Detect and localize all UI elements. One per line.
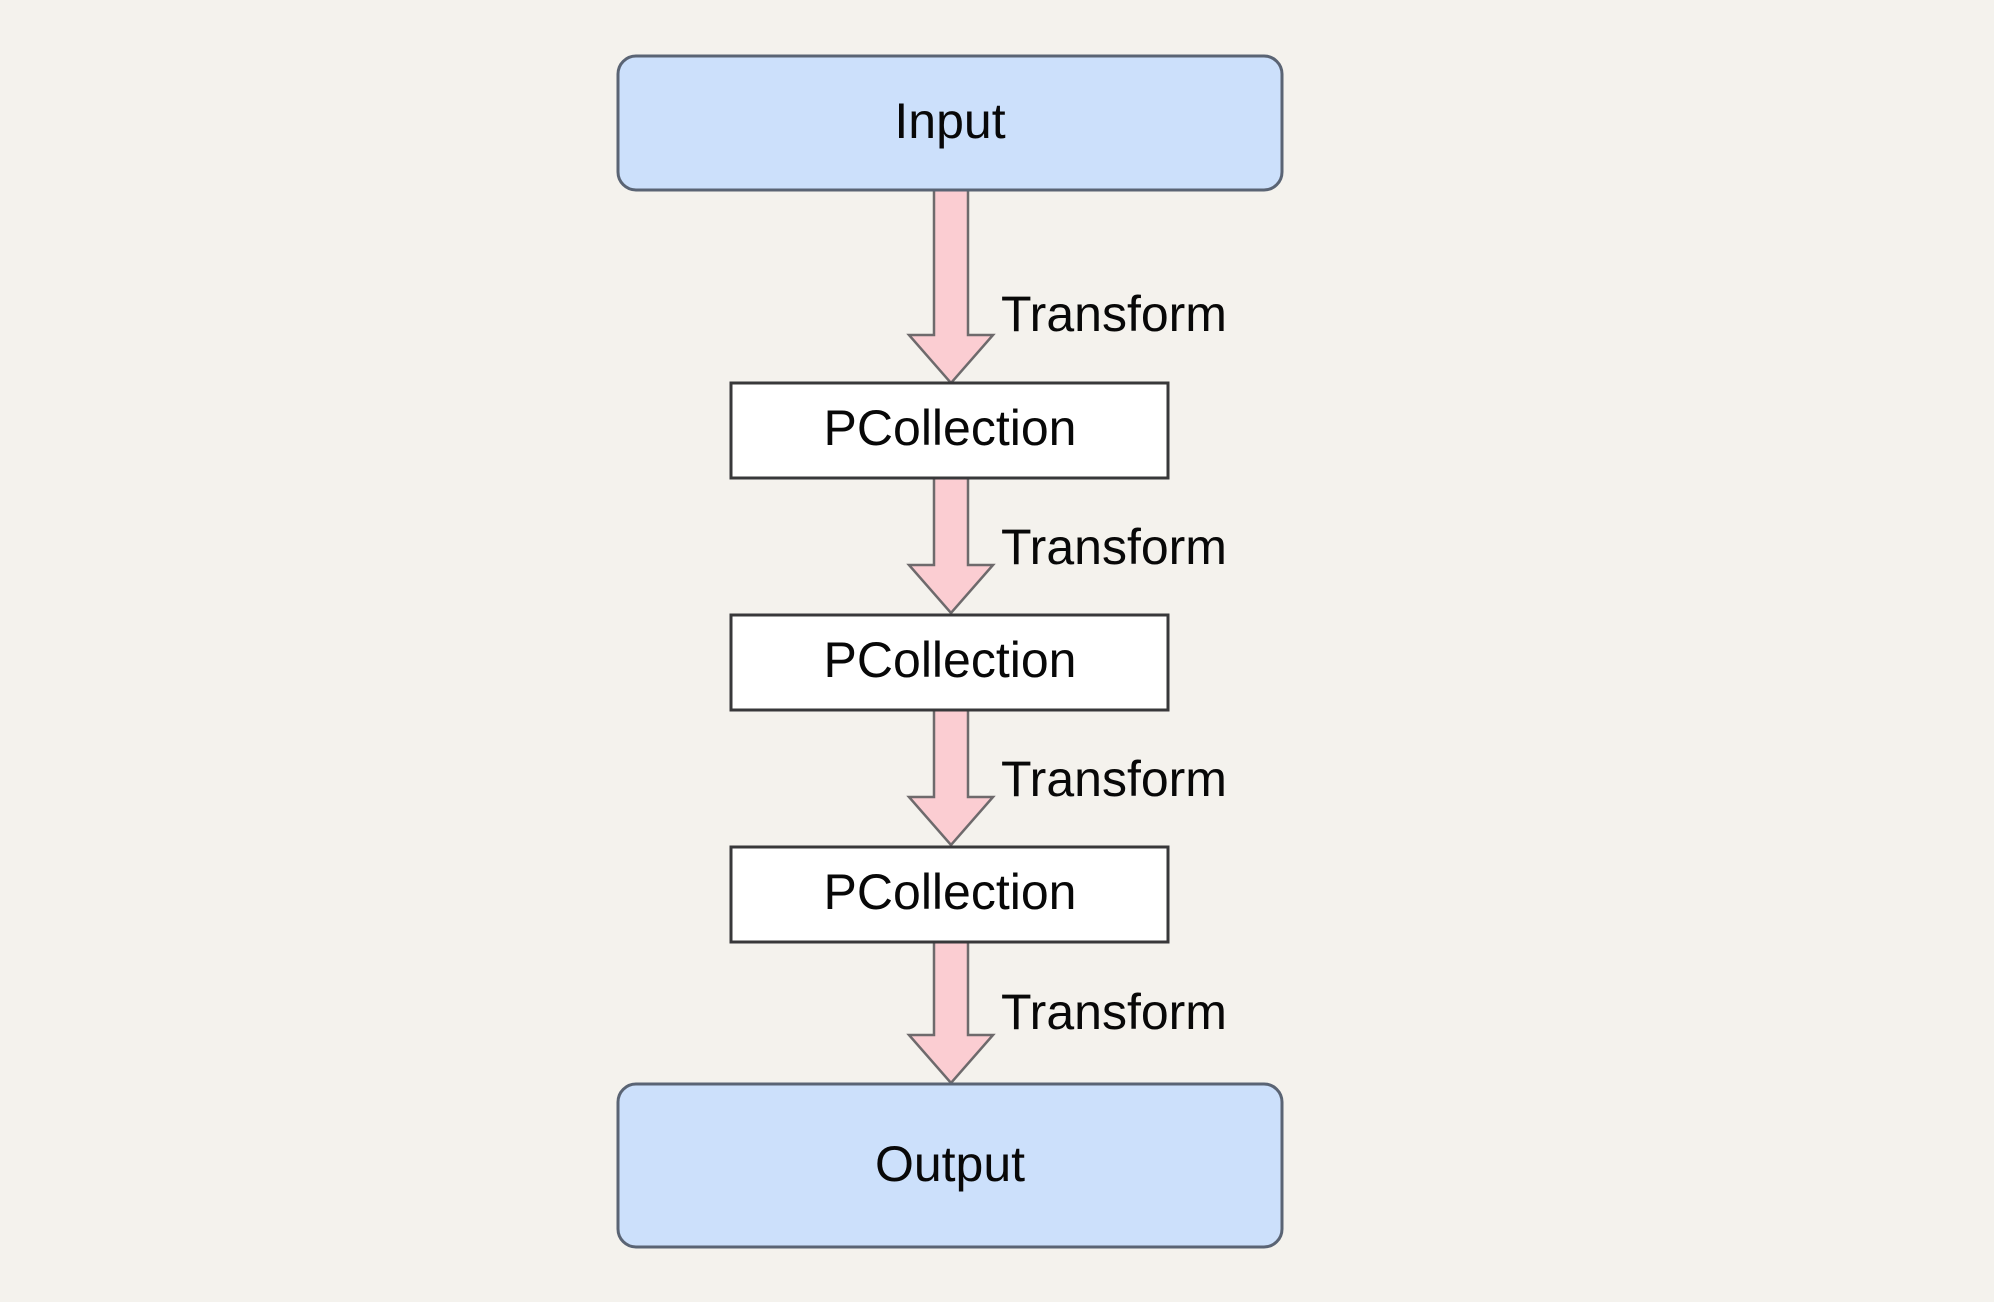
edge-pcollection-1-to-pcollection-2[interactable]: Transform bbox=[906, 476, 1227, 615]
node-pcollection-1-shape bbox=[729, 381, 1170, 480]
node-input-label: Input bbox=[894, 93, 1005, 149]
edge-label-transform-3: Transform bbox=[1001, 751, 1227, 807]
node-output-label: Output bbox=[875, 1136, 1025, 1192]
arrow-shape bbox=[906, 708, 996, 847]
edge-pcollection-3-to-output[interactable]: Transform bbox=[906, 940, 1227, 1085]
edge-input-to-pcollection-1[interactable]: Transform bbox=[906, 188, 1227, 385]
edge-label-transform-1: Transform bbox=[1001, 286, 1227, 342]
node-pcollection-2[interactable]: PCollection bbox=[729, 613, 1170, 712]
arrow-shape bbox=[906, 188, 996, 385]
node-pcollection-3-label: PCollection bbox=[824, 864, 1077, 920]
edge-label-transform-4: Transform bbox=[1001, 984, 1227, 1040]
node-input-shape bbox=[616, 54, 1284, 192]
node-pcollection-3[interactable]: PCollection bbox=[729, 845, 1170, 944]
node-output-shape bbox=[616, 1082, 1284, 1249]
arrow-shape bbox=[906, 940, 996, 1085]
node-pcollection-3-shape bbox=[729, 845, 1170, 944]
node-pcollection-1[interactable]: PCollection bbox=[729, 381, 1170, 480]
node-pcollection-2-shape bbox=[729, 613, 1170, 712]
node-pcollection-2-label: PCollection bbox=[824, 632, 1077, 688]
node-output[interactable]: Output bbox=[616, 1082, 1284, 1249]
node-pcollection-1-label: PCollection bbox=[824, 400, 1077, 456]
edge-label-transform-2: Transform bbox=[1001, 519, 1227, 575]
edge-pcollection-2-to-pcollection-3[interactable]: Transform bbox=[906, 708, 1227, 847]
arrow-shape bbox=[906, 476, 996, 615]
node-input[interactable]: Input bbox=[616, 54, 1284, 192]
